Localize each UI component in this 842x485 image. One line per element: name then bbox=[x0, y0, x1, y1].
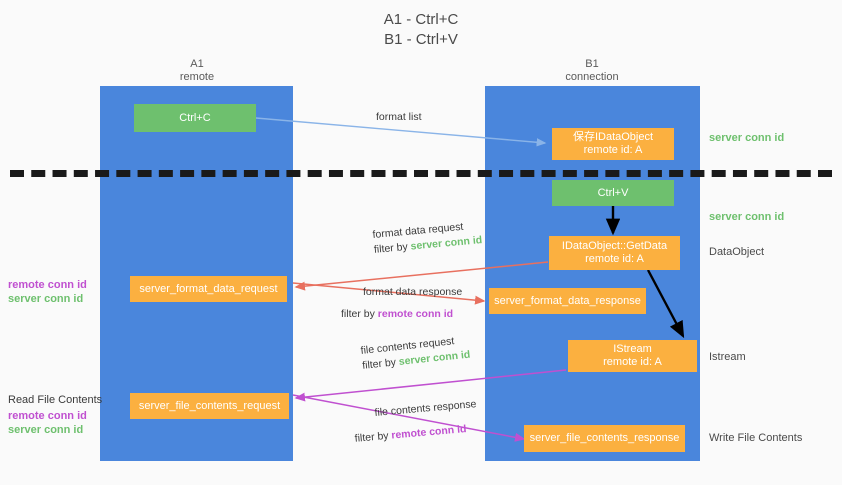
edge-label-file-contents-response: file contents response filter by remote … bbox=[354, 397, 479, 445]
node-ctrl-c[interactable]: Ctrl+C bbox=[134, 104, 256, 132]
node-istream-sub: remote id: A bbox=[603, 356, 662, 368]
node-server-file-contents-request[interactable]: server_file_contents_request bbox=[130, 393, 289, 419]
annotation-istream: Istream bbox=[709, 351, 746, 363]
node-server-file-contents-response-label: server_file_contents_response bbox=[529, 432, 680, 444]
node-istream[interactable]: IStream remote id: A bbox=[568, 340, 697, 372]
node-save-idataobject[interactable]: 保存IDataObject remote id: A bbox=[552, 128, 674, 160]
column-header-b1-name: B1 bbox=[585, 58, 599, 70]
node-ctrl-c-label: Ctrl+C bbox=[179, 111, 211, 124]
column-header-b1: B1 connection bbox=[512, 58, 672, 84]
node-server-format-data-request-label: server_format_data_request bbox=[139, 282, 278, 295]
page-title: A1 - Ctrl+C B1 - Ctrl+V bbox=[383, 11, 459, 48]
node-istream-label: IStream bbox=[613, 343, 652, 355]
phase-divider bbox=[10, 170, 832, 177]
annotation-server-conn-id-lower: server conn id bbox=[8, 424, 84, 436]
annotation-dataobject: DataObject bbox=[709, 246, 765, 258]
node-idataobject-getdata-label: IDataObject::GetData bbox=[561, 240, 668, 252]
node-idataobject-getdata-sub: remote id: A bbox=[585, 253, 644, 265]
edge-label-format-data-request: format data request filter by server con… bbox=[372, 218, 483, 258]
annotation-server-conn-id-second: server conn id bbox=[709, 211, 785, 223]
node-server-file-contents-response[interactable]: server_file_contents_response bbox=[524, 425, 685, 452]
edge-label-file-contents-request: file contents request filter by server c… bbox=[360, 333, 471, 374]
column-header-a1-sub: remote bbox=[179, 71, 215, 83]
edge-label-format-data-response-filter: filter by remote conn id bbox=[341, 308, 454, 320]
node-server-format-data-response[interactable]: server_format_data_response bbox=[489, 288, 646, 314]
column-header-b1-sub: connection bbox=[565, 71, 619, 83]
annotation-server-conn-id-upper: server conn id bbox=[8, 293, 84, 305]
annotation-left-read-file-contents: Read File Contents remote conn id server… bbox=[8, 393, 102, 437]
annotation-remote-conn-id-lower: remote conn id bbox=[8, 410, 87, 422]
edge-label-file-contents-response-filter: filter by remote conn id bbox=[354, 423, 467, 445]
node-save-idataobject-sub: remote id: A bbox=[583, 144, 643, 156]
node-server-format-data-response-label: server_format_data_response bbox=[494, 294, 641, 307]
node-ctrl-v-label: Ctrl+V bbox=[597, 186, 629, 199]
node-server-file-contents-request-label: server_file_contents_request bbox=[138, 399, 281, 412]
edge-label-format-data-response: format data response filter by remote co… bbox=[341, 285, 463, 322]
column-header-a1: A1 remote bbox=[117, 58, 277, 84]
annotation-write-file-contents: Write File Contents bbox=[709, 432, 803, 444]
annotation-server-conn-id-top: server conn id bbox=[709, 132, 785, 144]
annotation-remote-conn-id-upper: remote conn id bbox=[8, 279, 87, 291]
node-idataobject-getdata[interactable]: IDataObject::GetData remote id: A bbox=[549, 236, 680, 270]
annotation-read-file-contents-heading: Read File Contents bbox=[8, 394, 103, 406]
node-server-format-data-request[interactable]: server_format_data_request bbox=[130, 276, 287, 302]
edge-label-format-list: format list bbox=[376, 111, 422, 123]
edge-label-file-contents-response-main: file contents response bbox=[374, 398, 477, 419]
column-header-a1-name: A1 bbox=[190, 58, 204, 70]
node-save-idataobject-label: 保存IDataObject bbox=[572, 131, 654, 143]
edge-label-format-data-response-main: format data response bbox=[363, 286, 463, 298]
annotation-left-conn-ids-upper: remote conn id server conn id bbox=[8, 278, 87, 306]
node-ctrl-v[interactable]: Ctrl+V bbox=[552, 180, 674, 206]
